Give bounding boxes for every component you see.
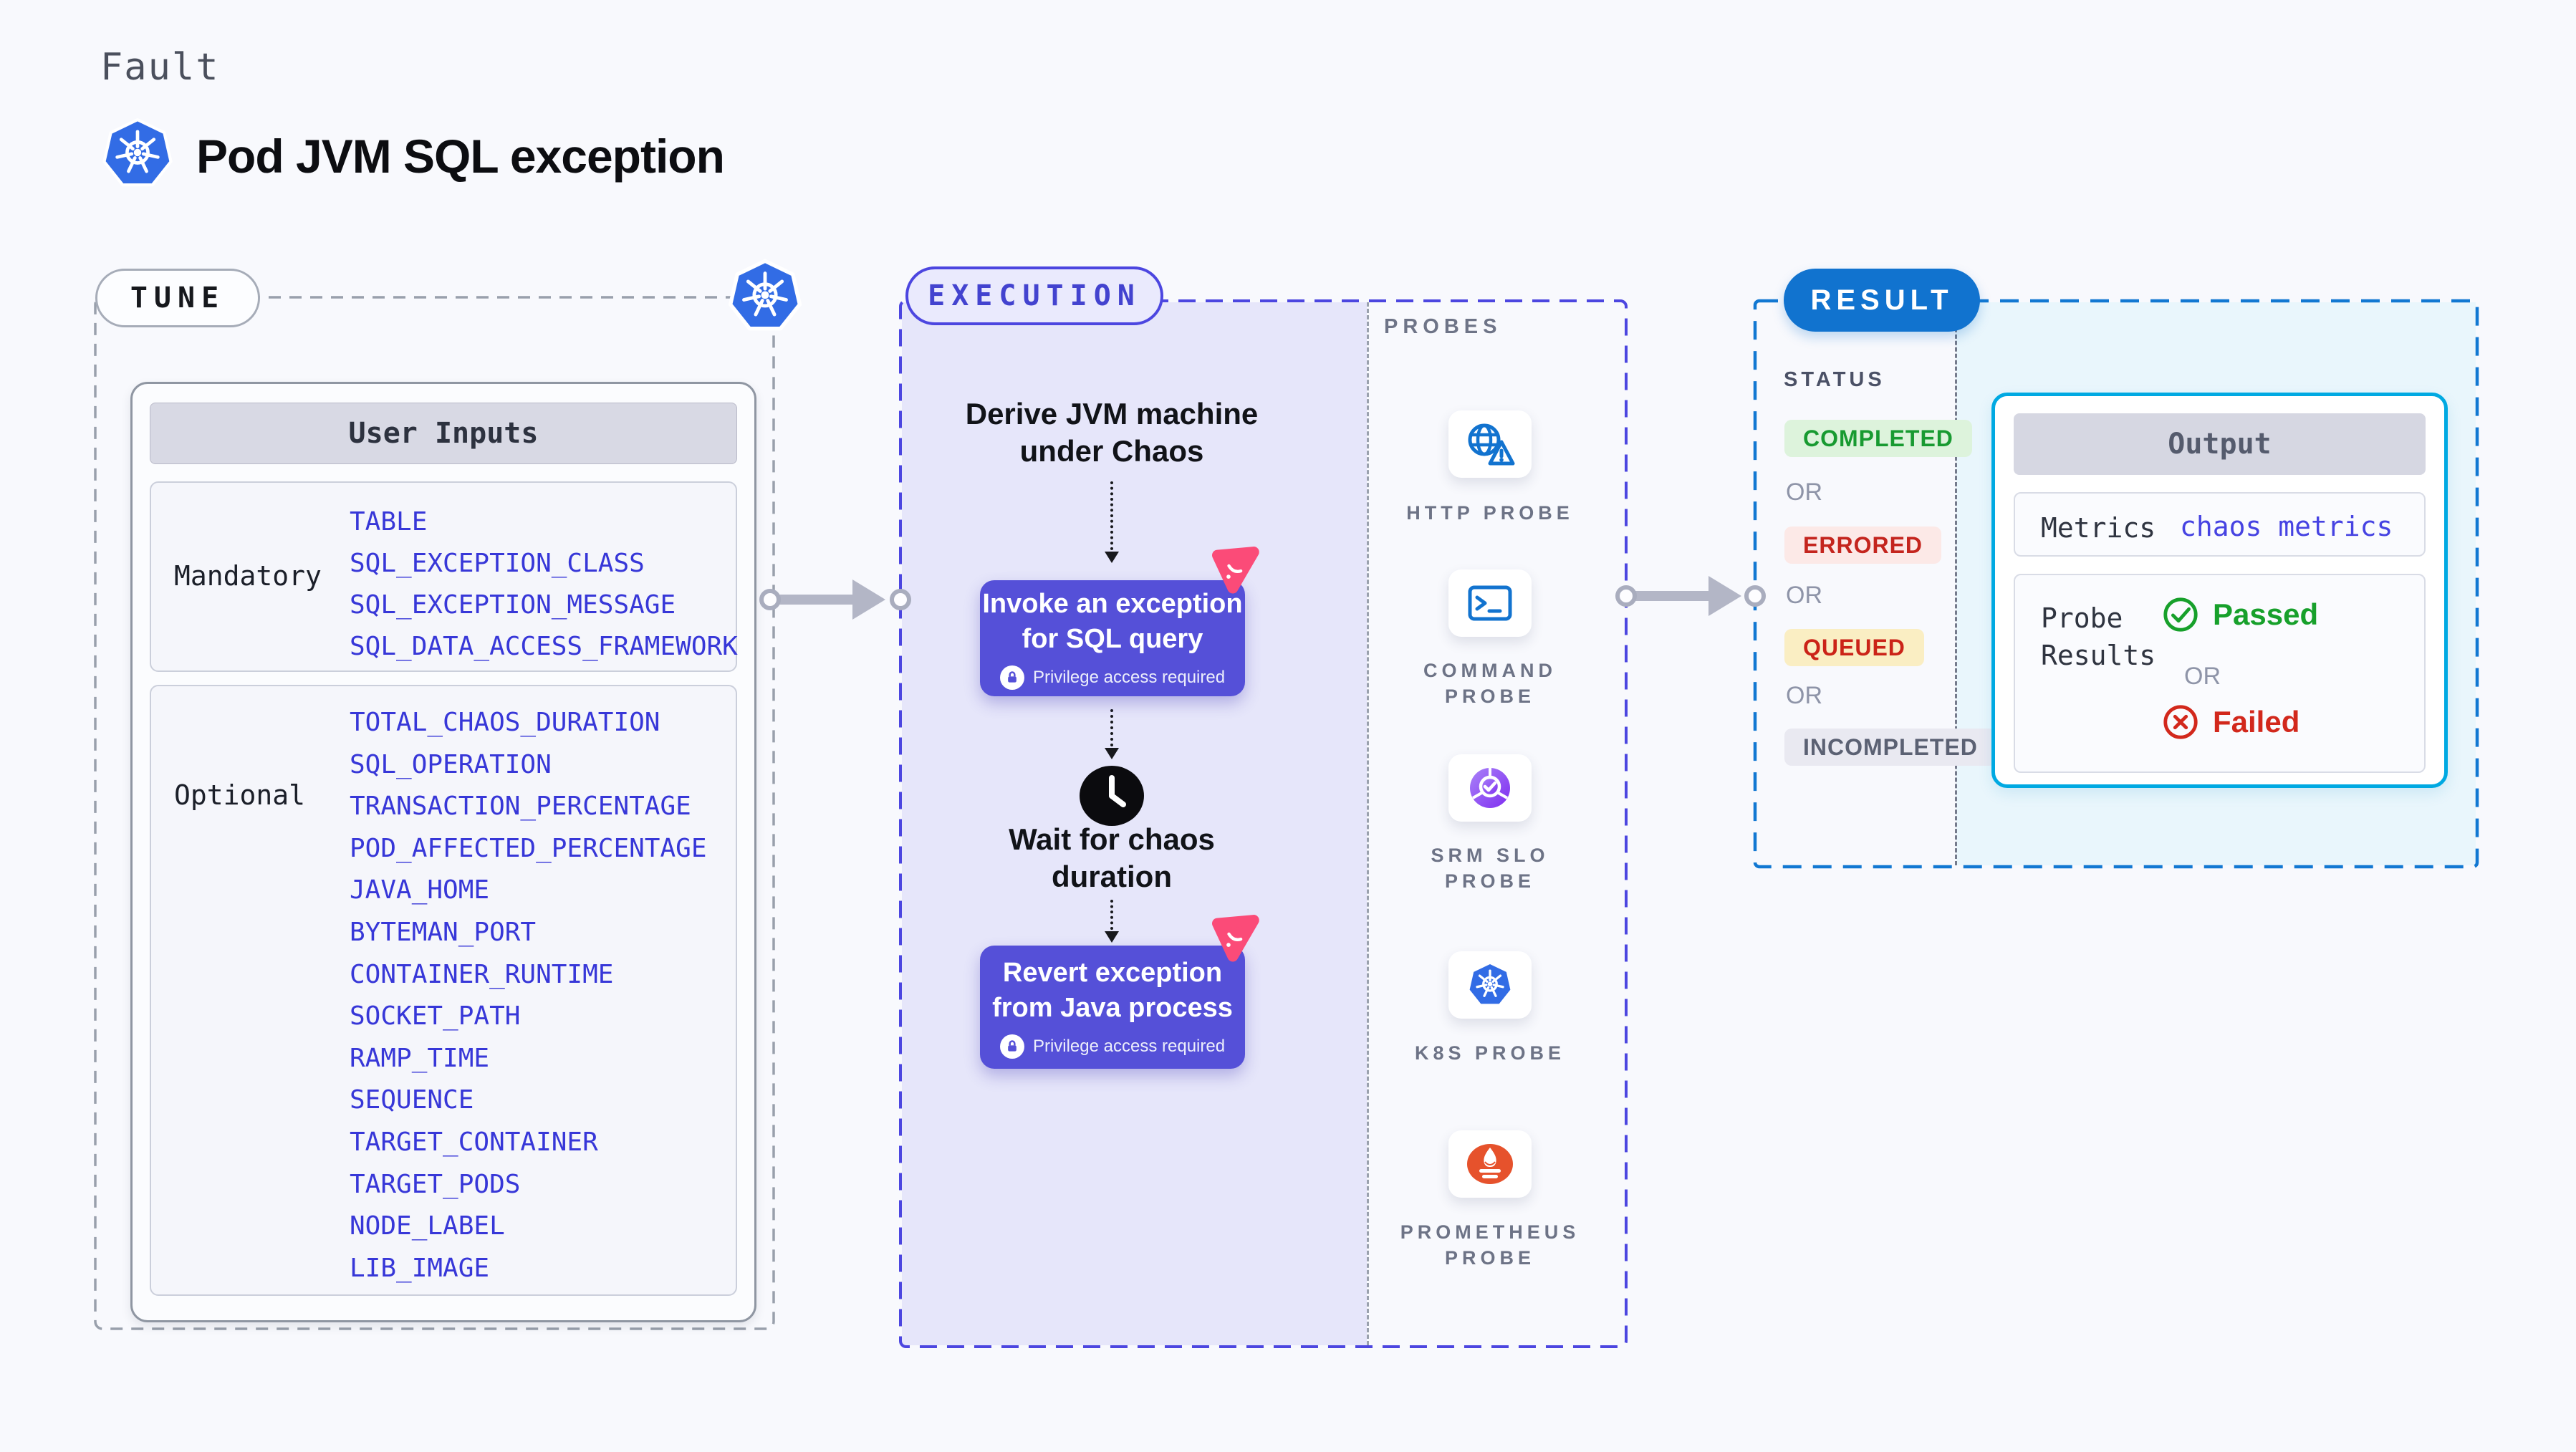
- param-link[interactable]: POD_AFFECTED_PERCENTAGE: [350, 833, 707, 863]
- flow-arrow-down: [1110, 709, 1113, 746]
- connector-node: [1615, 585, 1637, 607]
- connector-line: [779, 595, 854, 605]
- globe-warning-icon: [1468, 423, 1515, 466]
- probe-card-srm-slo: [1448, 754, 1532, 822]
- param-link[interactable]: SQL_EXCEPTION_CLASS: [350, 549, 645, 578]
- probe-label-command: COMMAND PROBE: [1423, 660, 1557, 707]
- param-link[interactable]: TARGET_PODS: [350, 1169, 521, 1199]
- x-circle-icon: [2163, 705, 2198, 739]
- or-separator: OR: [2184, 663, 2221, 690]
- probe-card-command: [1448, 569, 1532, 637]
- param-link[interactable]: CONTAINER_RUNTIME: [350, 959, 614, 989]
- privilege-note: Privilege access required: [999, 665, 1225, 690]
- execution-flow-panel: [902, 302, 1367, 1345]
- or-separator: OR: [1786, 479, 1822, 506]
- probe-label-k8s: K8S PROBE: [1414, 1042, 1566, 1064]
- result-divider: [1955, 302, 1957, 865]
- clock-icon: [1079, 765, 1145, 830]
- step-wait-duration: Wait for chaos duration: [1009, 822, 1215, 893]
- chaos-metrics-link[interactable]: chaos metrics: [2180, 511, 2393, 542]
- optional-row: Optional TOTAL_CHAOS_DURATION SQL_OPERAT…: [150, 685, 737, 1296]
- arrow-down-icon: [1105, 552, 1119, 563]
- mandatory-label: Mandatory: [174, 560, 322, 592]
- kubernetes-icon: [100, 117, 175, 195]
- litmus-chaos-icon: [1202, 540, 1264, 605]
- step-revert-exception: Revert exception from Java process Privi…: [980, 946, 1245, 1069]
- connector-node: [759, 589, 781, 610]
- param-link[interactable]: SOCKET_PATH: [350, 1001, 521, 1032]
- param-link[interactable]: TABLE: [350, 507, 428, 537]
- probe-label-srm-slo: SRM SLO PROBE: [1431, 845, 1549, 892]
- litmus-chaos-icon: [1202, 908, 1264, 973]
- flow-arrow-down: [1110, 481, 1113, 550]
- kubernetes-icon: [1469, 963, 1511, 1004]
- probe-label-http: HTTP PROBE: [1406, 502, 1574, 524]
- probe-card-k8s: [1448, 951, 1532, 1019]
- metrics-label: Metrics: [2041, 512, 2156, 544]
- arrow-down-icon: [1105, 931, 1119, 943]
- execution-probes-divider: [1367, 302, 1369, 1345]
- probe-results-row: Probe Results Passed OR Failed: [2014, 574, 2426, 773]
- mandatory-row: Mandatory TABLE SQL_EXCEPTION_CLASS SQL_…: [150, 481, 738, 672]
- arrow-right-icon: [852, 580, 885, 620]
- status-badge-errored: ERRORED: [1784, 527, 1942, 564]
- status-header: STATUS: [1784, 368, 1885, 391]
- slo-pie-check-icon: [1470, 768, 1510, 808]
- step-derive-jvm: Derive JVM machine under Chaos: [965, 397, 1259, 468]
- status-badge-completed: COMPLETED: [1784, 420, 1972, 457]
- arrow-down-icon: [1105, 748, 1119, 759]
- param-link[interactable]: SQL_OPERATION: [350, 749, 552, 779]
- failed-indicator: Failed: [2161, 703, 2299, 741]
- param-link[interactable]: SEQUENCE: [350, 1085, 474, 1115]
- connector-node: [890, 589, 911, 610]
- probe-card-http: [1448, 410, 1532, 478]
- param-link[interactable]: SQL_EXCEPTION_MESSAGE: [350, 590, 676, 620]
- result-section-frame: [1753, 299, 2479, 869]
- lock-icon: [999, 1034, 1024, 1059]
- prometheus-flame-icon: [1467, 1144, 1513, 1184]
- probe-label-prometheus: PROMETHEUS PROBE: [1400, 1221, 1580, 1269]
- fault-eyebrow: Fault: [100, 46, 220, 89]
- status-badge-incompleted: INCOMPLETED: [1784, 729, 1996, 766]
- output-header: Output: [2014, 413, 2426, 475]
- tune-badge: TUNE: [95, 269, 260, 327]
- page-title: Pod JVM SQL exception: [196, 130, 725, 183]
- metrics-row: Metrics chaos metrics: [2014, 492, 2426, 557]
- param-link[interactable]: TRANSACTION_PERCENTAGE: [350, 792, 691, 822]
- privilege-note: Privilege access required: [999, 1034, 1225, 1059]
- probe-card-prometheus: [1448, 1130, 1532, 1198]
- execution-section-frame: [899, 299, 1628, 1348]
- probes-header: PROBES: [1384, 315, 1502, 338]
- step-invoke-exception: Invoke an exception for SQL query Privil…: [980, 580, 1245, 696]
- user-inputs-card: User Inputs Mandatory TABLE SQL_EXCEPTIO…: [130, 382, 756, 1322]
- param-link[interactable]: BYTEMAN_PORT: [350, 917, 537, 947]
- terminal-icon: [1468, 585, 1512, 621]
- lock-icon: [999, 665, 1024, 690]
- param-link[interactable]: TOTAL_CHAOS_DURATION: [350, 708, 660, 737]
- or-separator: OR: [1786, 682, 1822, 709]
- execution-badge: EXECUTION: [905, 266, 1163, 325]
- check-circle-icon: [2163, 597, 2198, 632]
- arrow-right-icon: [1708, 576, 1741, 616]
- param-link[interactable]: NODE_LABEL: [350, 1211, 505, 1241]
- connector-node: [1744, 585, 1766, 607]
- user-inputs-header: User Inputs: [150, 403, 737, 464]
- flow-arrow-down: [1110, 900, 1113, 930]
- status-badge-queued: QUEUED: [1784, 629, 1924, 666]
- param-link[interactable]: TARGET_CONTAINER: [350, 1127, 598, 1157]
- optional-label: Optional: [174, 779, 306, 811]
- param-link[interactable]: JAVA_HOME: [350, 875, 490, 905]
- connector-line: [1635, 591, 1710, 601]
- param-link[interactable]: SQL_DATA_ACCESS_FRAMEWORK: [350, 632, 738, 661]
- or-separator: OR: [1786, 582, 1822, 609]
- param-link[interactable]: LIB_IMAGE: [350, 1253, 490, 1283]
- passed-indicator: Passed: [2161, 595, 2318, 634]
- probe-results-label: Probe Results: [2041, 602, 2156, 671]
- result-badge: RESULT: [1784, 269, 1980, 332]
- output-card: Output Metrics chaos metrics Probe Resul…: [1991, 393, 2448, 788]
- param-link[interactable]: RAMP_TIME: [350, 1043, 490, 1073]
- kubernetes-node-icon: [726, 258, 804, 339]
